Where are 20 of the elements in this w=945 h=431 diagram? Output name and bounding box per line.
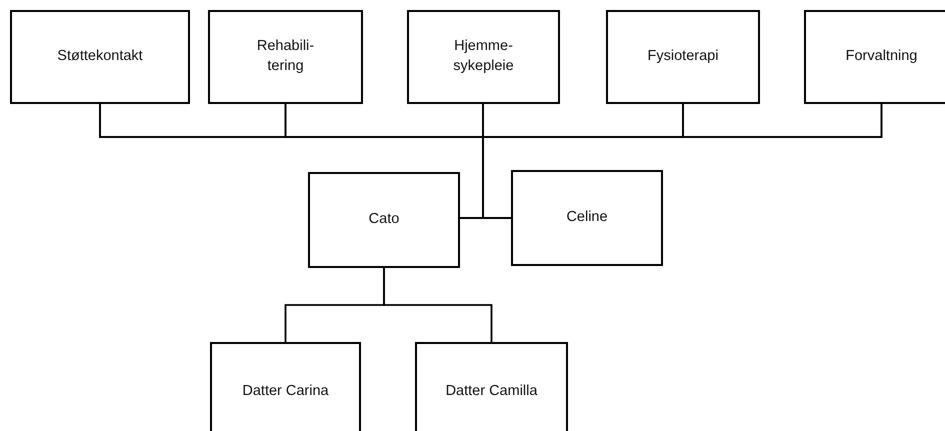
service-box [804,10,945,104]
connector-line [460,217,511,219]
person-box [210,342,361,431]
person-box [308,172,460,268]
box-label: Datter Carina [242,382,329,402]
box-label: Hjemme- sykepleie [452,37,515,76]
service-box [606,10,760,104]
connector-line [383,268,492,342]
service-box [407,10,560,104]
person-box [415,342,568,431]
box-label: Fysioterapi [648,47,718,66]
box-label: Rehabili- tering [256,37,316,76]
service-box [208,10,363,104]
box-label: Datter Camilla [446,382,538,402]
person-box [511,170,663,266]
box-label: Støttekontakt [57,47,143,66]
box-label: Cato [368,210,400,230]
service-box [10,10,190,104]
box-label: Forvaltning [846,47,918,66]
box-label: Celine [566,208,608,228]
